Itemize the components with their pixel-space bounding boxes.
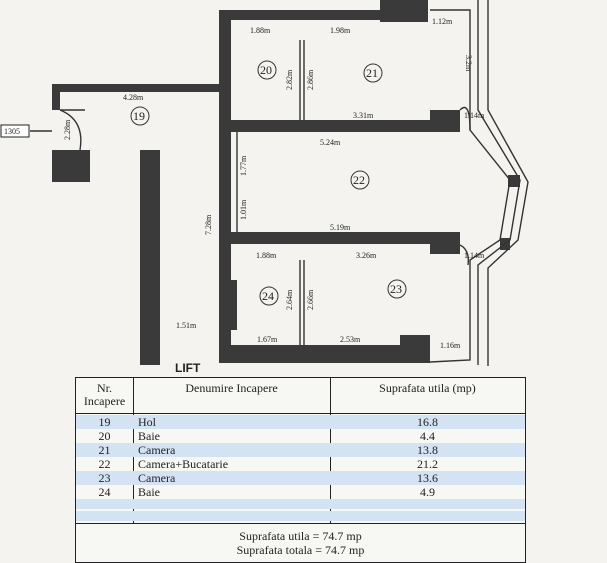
lift-label: LIFT: [175, 361, 201, 375]
total-useful-area: Suprafata utila = 74.7 mp: [239, 529, 362, 543]
dim-label: 2.82m: [285, 69, 294, 90]
dim-label: 1.77m: [239, 155, 248, 176]
entry-tag-label: 1305: [4, 127, 20, 136]
dim-label: 1.16m: [440, 341, 461, 350]
dim-label: 2.28m: [63, 119, 72, 140]
header-name: Denumire Incapere: [133, 378, 330, 414]
dim-label: 1.98m: [330, 26, 351, 35]
dim-label: 1.12m: [432, 17, 453, 26]
dim-label: 3.2m: [464, 55, 473, 72]
dim-label: 2.66m: [306, 289, 315, 310]
room-number: 21: [366, 66, 378, 80]
dim-label: 2.64m: [285, 289, 294, 310]
table-row-empty: [76, 511, 525, 521]
dimension-labels: 1.88m 1.98m 1.12m 2.82m 2.86m 3.2m 4.28m…: [63, 17, 485, 350]
dim-label: 2.86m: [306, 69, 315, 90]
table-row-empty: [76, 499, 525, 509]
floor-plan: 1.88m 1.98m 1.12m 2.82m 2.86m 3.2m 4.28m…: [0, 0, 529, 375]
dim-label: 4.28m: [123, 93, 144, 102]
room-number: 20: [260, 63, 272, 77]
dim-label: 1.67m: [257, 335, 278, 344]
total-overall-area: Suprafata totala = 74.7 mp: [236, 543, 365, 557]
room-number: 24: [262, 289, 274, 303]
dim-label: 7.28m: [204, 214, 213, 235]
dim-label: 1.01m: [239, 199, 248, 220]
dim-label: 2.53m: [340, 335, 361, 344]
dim-label: 1.88m: [256, 251, 277, 260]
dim-label: 5.19m: [330, 223, 351, 232]
dim-label: 5.24m: [320, 138, 341, 147]
dim-label: 1.14m: [464, 251, 485, 260]
area-table: Nr. Incapere Denumire Incapere Suprafata…: [75, 377, 526, 563]
dim-label: 3.26m: [356, 251, 377, 260]
dim-label: 1.88m: [250, 26, 271, 35]
entry-tag: 1305: [0, 124, 30, 138]
dim-label: 3.31m: [353, 111, 374, 120]
dim-label: 1.51m: [176, 321, 197, 330]
room-number: 22: [353, 173, 365, 187]
room-numbers: 19 20 21 22 23 24: [130, 60, 407, 306]
facade: [30, 0, 529, 366]
room-number: 23: [390, 282, 402, 296]
header-area: Suprafata utila (mp): [330, 378, 525, 414]
header-nr: Nr. Incapere: [76, 378, 133, 414]
dim-label: 1.14m: [464, 111, 485, 120]
room-number: 19: [133, 109, 145, 123]
